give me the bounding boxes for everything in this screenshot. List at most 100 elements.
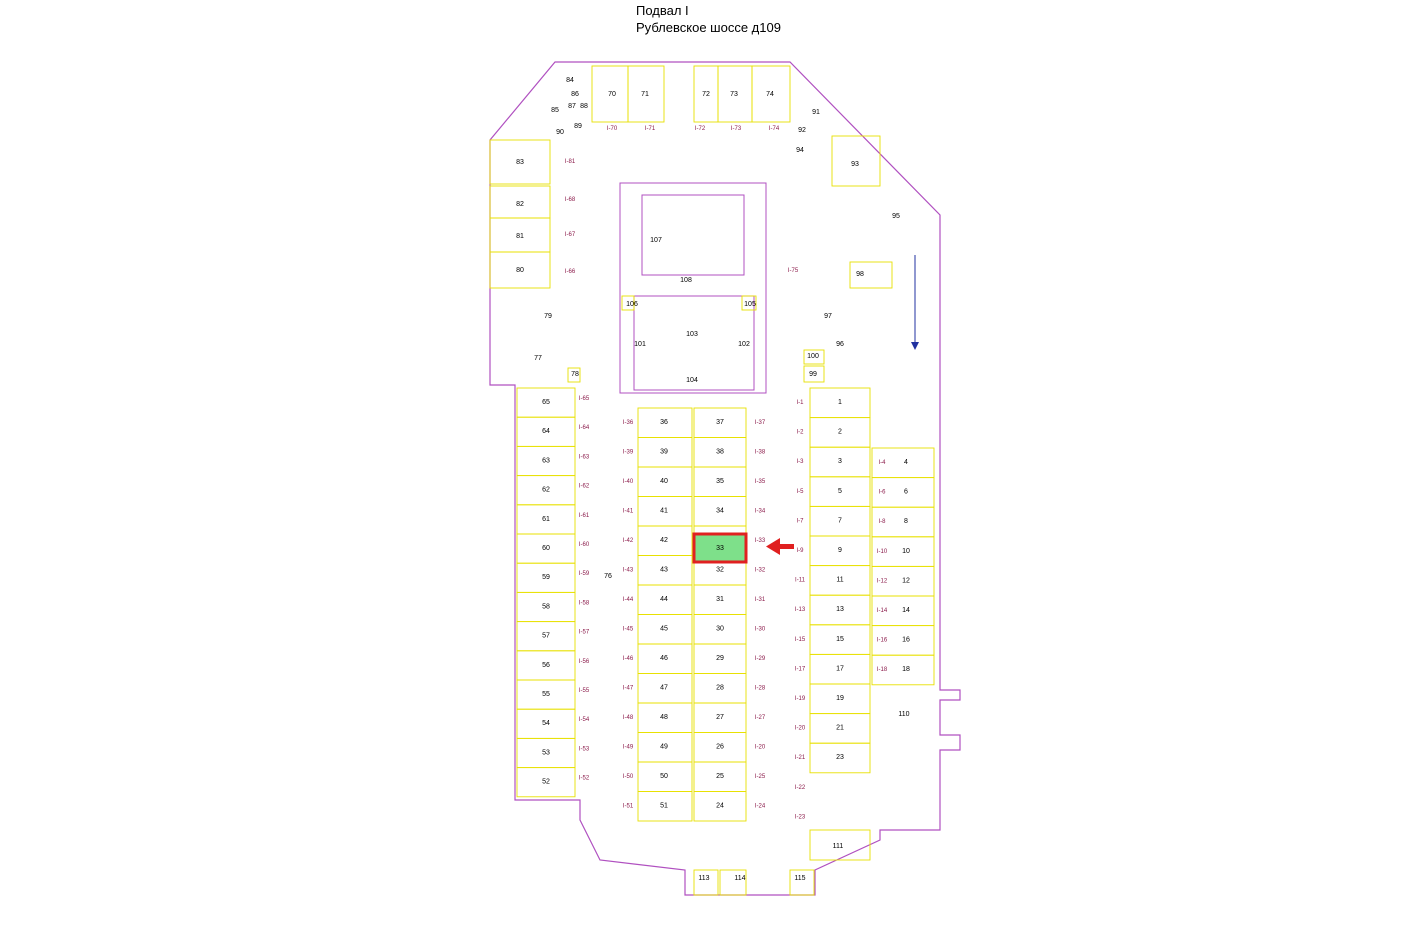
row-id: I-46 bbox=[623, 656, 634, 662]
storage-room bbox=[751, 65, 791, 123]
space-number: 19 bbox=[836, 695, 844, 702]
room-number: 115 bbox=[794, 875, 805, 882]
room-number: 77 bbox=[534, 355, 542, 362]
room-number: 82 bbox=[516, 201, 524, 208]
room-number: 114 bbox=[734, 875, 745, 882]
row-id: I-7 bbox=[796, 518, 804, 524]
row-id: I-81 bbox=[565, 159, 576, 165]
row-id: I-53 bbox=[579, 746, 590, 752]
row-id: I-39 bbox=[623, 450, 634, 456]
space-number: 45 bbox=[660, 626, 668, 633]
row-id: I-9 bbox=[796, 548, 804, 554]
row-id: I-41 bbox=[623, 509, 634, 515]
room-box bbox=[719, 869, 747, 896]
highlighted-space-number: 33 bbox=[716, 545, 724, 552]
space-number: 11 bbox=[836, 577, 843, 584]
space-number: 16 bbox=[902, 637, 910, 644]
space-number: 63 bbox=[542, 457, 550, 464]
room-number: 79 bbox=[544, 313, 552, 320]
space-number: 26 bbox=[716, 744, 724, 751]
row-id: I-40 bbox=[623, 479, 634, 485]
storage-room bbox=[849, 261, 893, 289]
space-number: 56 bbox=[542, 662, 550, 669]
space-number: 30 bbox=[716, 626, 724, 633]
room-number: 92 bbox=[798, 127, 806, 134]
row-id: I-61 bbox=[579, 513, 590, 519]
space-number: 34 bbox=[716, 508, 724, 515]
room-number: 86 bbox=[571, 91, 579, 98]
ramp-arrow-icon bbox=[911, 255, 919, 350]
space-number: 12 bbox=[902, 577, 910, 584]
room-box bbox=[741, 295, 757, 311]
space-number: 44 bbox=[660, 596, 668, 603]
space-number: 52 bbox=[542, 779, 550, 786]
space-number: 54 bbox=[542, 720, 550, 727]
room-number: 85 bbox=[551, 107, 559, 114]
highlighted-space[interactable] bbox=[692, 532, 748, 564]
storage-room bbox=[489, 139, 551, 185]
row-id: I-42 bbox=[623, 538, 634, 544]
row-id: I-6 bbox=[878, 490, 886, 496]
row-id: I-17 bbox=[795, 666, 806, 672]
row-id: I-73 bbox=[731, 126, 742, 132]
parking-grid bbox=[489, 65, 935, 896]
room-number: 89 bbox=[574, 123, 582, 130]
storage-room bbox=[627, 65, 665, 123]
room-number: 102 bbox=[738, 341, 750, 348]
room-number: 71 bbox=[641, 91, 649, 98]
address-label: Рублевское шоссе д109 bbox=[636, 20, 781, 35]
space-number: 55 bbox=[542, 691, 550, 698]
space-number: 60 bbox=[542, 545, 550, 552]
pointer-arrow-icon bbox=[766, 538, 794, 555]
row-id: I-70 bbox=[607, 126, 618, 132]
parking-space bbox=[516, 767, 576, 798]
space-number: 59 bbox=[542, 574, 550, 581]
row-id: I-72 bbox=[695, 126, 706, 132]
space-number: 37 bbox=[716, 419, 724, 426]
space-number: 21 bbox=[836, 725, 844, 732]
parking-space bbox=[871, 654, 935, 686]
row-id: I-10 bbox=[877, 549, 888, 555]
row-id: I-64 bbox=[579, 425, 590, 431]
row-id: I-3 bbox=[796, 459, 804, 465]
row-id: I-24 bbox=[755, 804, 766, 810]
space-number: 41 bbox=[660, 508, 668, 515]
room-number: 100 bbox=[807, 353, 819, 360]
space-number: 50 bbox=[660, 773, 668, 780]
parking-space bbox=[637, 791, 693, 822]
row-id: I-60 bbox=[579, 542, 590, 548]
room-number: 81 bbox=[516, 233, 524, 240]
row-id: I-68 bbox=[565, 197, 576, 203]
row-id: I-4 bbox=[878, 460, 886, 466]
space-labels: 6564636261605958575655545352363940414243… bbox=[516, 77, 910, 882]
row-id: I-38 bbox=[755, 450, 766, 456]
core-outer bbox=[619, 182, 767, 394]
row-id: I-59 bbox=[579, 571, 590, 577]
row-id: I-21 bbox=[795, 755, 806, 761]
room-box bbox=[803, 365, 825, 383]
space-number: 53 bbox=[542, 749, 550, 756]
row-id: I-37 bbox=[755, 420, 766, 426]
space-number: 36 bbox=[660, 419, 668, 426]
space-number: 43 bbox=[660, 567, 668, 574]
room-number: 101 bbox=[634, 341, 646, 348]
row-id: I-66 bbox=[565, 269, 576, 275]
space-number: 2 bbox=[838, 429, 842, 436]
space-number: 40 bbox=[660, 478, 668, 485]
space-number: 7 bbox=[838, 517, 842, 524]
row-id: I-22 bbox=[795, 785, 806, 791]
room-number: 90 bbox=[556, 129, 564, 136]
room-number: 87 bbox=[568, 103, 576, 110]
space-number: 13 bbox=[836, 606, 844, 613]
space-number: 3 bbox=[838, 458, 842, 465]
row-id: I-56 bbox=[579, 659, 590, 665]
room-number: 111 bbox=[833, 843, 844, 850]
plan-header: Подвал I Рублевское шоссе д109 bbox=[636, 2, 781, 36]
row-id: I-44 bbox=[623, 597, 634, 603]
row-id: I-20 bbox=[795, 726, 806, 732]
space-number: 29 bbox=[716, 655, 724, 662]
space-number: 46 bbox=[660, 655, 668, 662]
space-number: 8 bbox=[904, 518, 908, 525]
outer-wall bbox=[489, 61, 961, 896]
space-number: 65 bbox=[542, 399, 550, 406]
